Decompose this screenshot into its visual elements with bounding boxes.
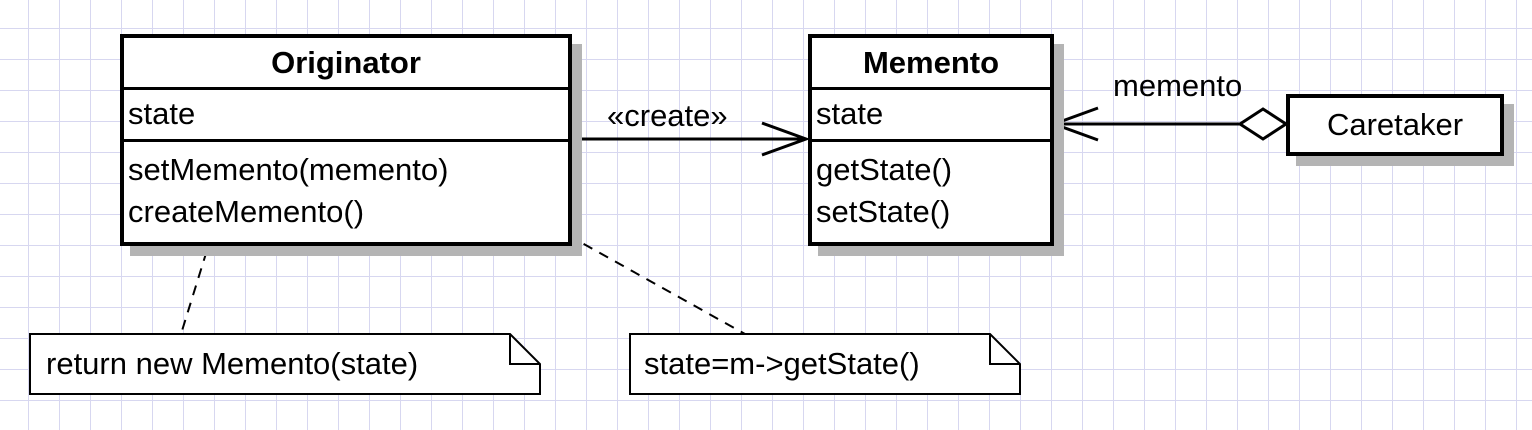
memento-op-get-state: getState() (816, 152, 953, 187)
caretaker-class[interactable]: Caretaker (1286, 94, 1504, 156)
memento-role-label: memento (1113, 68, 1243, 103)
memento-attributes: state (812, 90, 1050, 142)
memento-op-set-state: setState() (816, 194, 951, 229)
caretaker-class-name: Caretaker (1326, 107, 1464, 142)
aggregation-diamond-icon (1237, 107, 1289, 141)
originator-op-create-memento: createMemento() (128, 194, 365, 229)
originator-attribute-state: state (128, 96, 196, 131)
memento-operations: getState() setState() (812, 142, 1050, 233)
originator-op-set-memento: setMemento(memento) (128, 152, 449, 187)
create-note-anchor (180, 233, 213, 335)
originator-class-name: Originator (124, 38, 568, 90)
create-stereotype-label: «create» (607, 98, 728, 133)
aggregation-arrowhead (1049, 106, 1099, 142)
set-note-shape (629, 333, 1021, 395)
memento-class-name: Memento (812, 38, 1050, 90)
create-note-text: return new Memento(state) (46, 346, 419, 381)
originator-attributes: state (124, 90, 568, 142)
set-note-text: state=m->getState() (644, 346, 920, 381)
create-note-shape (29, 333, 541, 395)
memento-attribute-state: state (816, 96, 884, 131)
originator-class[interactable]: Originator state setMemento(memento) cre… (120, 34, 572, 246)
create-arrowhead (761, 121, 811, 157)
originator-operations: setMemento(memento) createMemento() (124, 142, 568, 233)
memento-class[interactable]: Memento state getState() setState() (808, 34, 1054, 246)
